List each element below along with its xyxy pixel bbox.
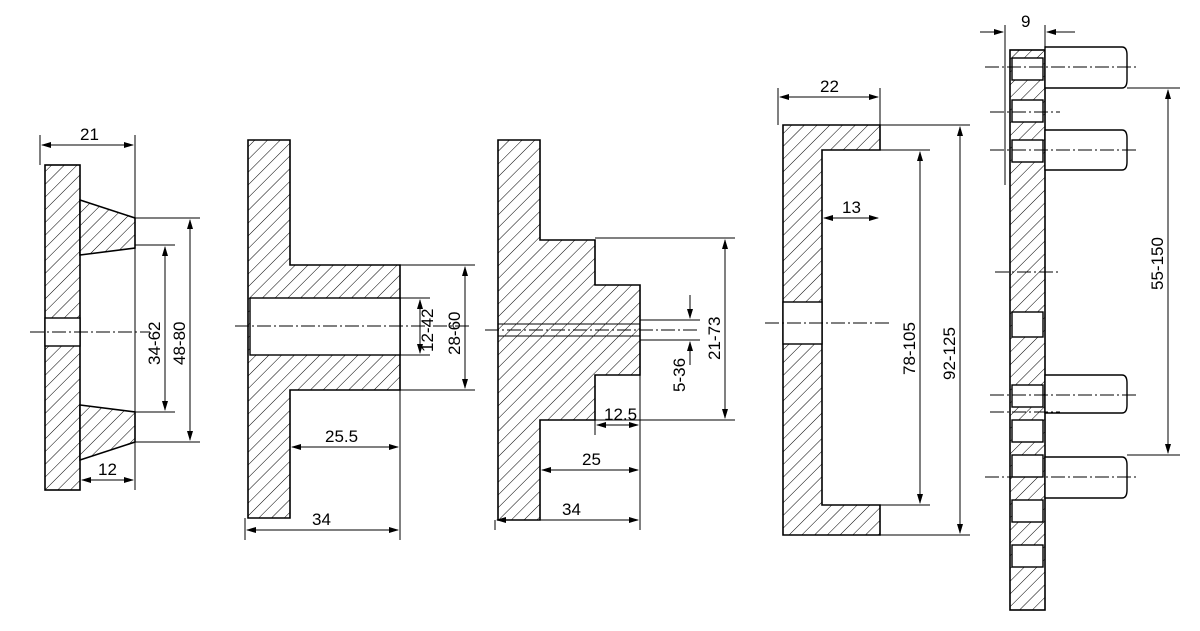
dim-total-length: 34: [562, 500, 581, 519]
dim-outer-dia: 92-125: [940, 327, 959, 380]
dim-tube-length: 25.5: [325, 427, 358, 446]
bore: [249, 297, 401, 356]
dim-total-length: 34: [312, 510, 331, 529]
dim-pin-spacing: 55-150: [1148, 237, 1167, 290]
dim-nub-length: 12.5: [604, 405, 637, 424]
part-flange-tube: 25.5 34 12-42 28-60: [235, 139, 475, 540]
dim-wall: 13: [842, 198, 861, 217]
part-flange-cone: 21 12 34-62 48-80: [30, 125, 200, 491]
pins: [1044, 46, 1128, 499]
dim-bore: 5-36: [670, 358, 689, 392]
dim-width: 21: [80, 125, 99, 144]
dim-outer-dia: 48-80: [170, 322, 189, 365]
holes: [1011, 57, 1044, 568]
cone-upper: [79, 198, 136, 256]
dim-outer-dia: 28-60: [445, 312, 464, 355]
dim-bore: 12-42: [418, 309, 437, 352]
dim-depth: 22: [820, 77, 839, 96]
dim-body-length: 25: [582, 450, 601, 469]
part-cup: 22 13 78-105 92-125: [765, 77, 970, 536]
dim-inner-dia: 34-62: [145, 322, 164, 365]
dim-cone-length: 12: [98, 460, 117, 479]
dim-inner-dia: 78-105: [900, 322, 919, 375]
part-pin-plate: 9 55-150: [980, 12, 1180, 611]
dim-outer-dia: 21-73: [705, 317, 724, 360]
part-flange-threaded: 25 34 12.5 5-36 21-73: [485, 139, 735, 530]
dim-thickness: 9: [1021, 12, 1030, 31]
cone-lower: [79, 404, 136, 462]
cup-body: [782, 124, 881, 536]
